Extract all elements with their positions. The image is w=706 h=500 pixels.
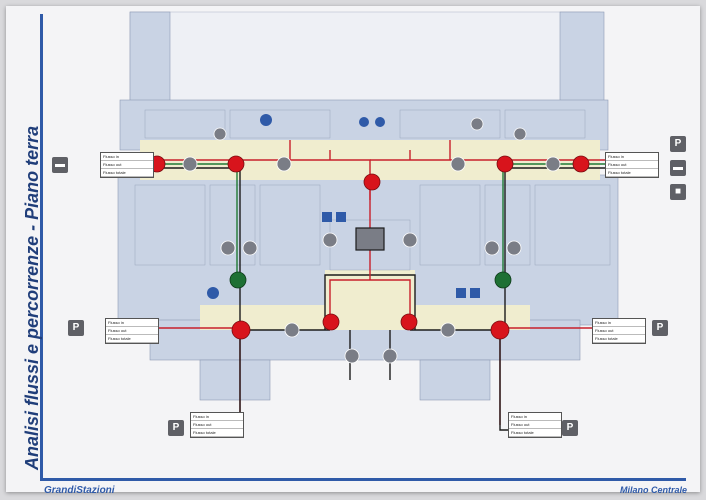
bus-icon: ▬ bbox=[670, 160, 686, 176]
info-icon bbox=[456, 288, 466, 298]
red-node bbox=[322, 313, 340, 331]
flow-legend-mid-right: Flusso in Flusso out Flusso totale bbox=[592, 318, 646, 344]
red-node bbox=[363, 173, 381, 191]
accessibility-icon bbox=[284, 322, 300, 338]
legend-row-total: Flusso totale bbox=[593, 335, 645, 343]
service-icon bbox=[470, 117, 484, 131]
legend-row-in: Flusso in bbox=[101, 153, 153, 161]
red-node bbox=[490, 320, 510, 340]
info-icons bbox=[207, 114, 480, 299]
escalator-icon bbox=[322, 232, 338, 248]
red-nodes bbox=[148, 155, 590, 340]
escalator-icon bbox=[182, 156, 198, 172]
red-node bbox=[400, 313, 418, 331]
escalator-icon bbox=[402, 232, 418, 248]
legend-row-in: Flusso in bbox=[191, 413, 243, 421]
escalator-icon bbox=[484, 240, 500, 256]
info-icon bbox=[260, 114, 272, 126]
page-title: Analisi flussi e percorrenze - Piano ter… bbox=[22, 125, 42, 470]
flow-legend-bottom-left: Flusso in Flusso out Flusso totale bbox=[190, 412, 244, 438]
info-icon bbox=[322, 212, 332, 222]
legend-row-out: Flusso out bbox=[101, 161, 153, 169]
flow-legend-top-left: Flusso in Flusso out Flusso totale bbox=[100, 152, 154, 178]
station-name: Milano Centrale bbox=[620, 485, 688, 495]
escalator-icon bbox=[242, 240, 258, 256]
brand-logo: GrandiStazioni bbox=[44, 485, 115, 496]
info-icon bbox=[375, 117, 385, 127]
legend-row-out: Flusso out bbox=[606, 161, 658, 169]
parking-icon: P bbox=[68, 320, 84, 336]
parking-icon: P bbox=[168, 420, 184, 436]
red-node bbox=[231, 320, 251, 340]
flow-legend-top-right: Flusso in Flusso out Flusso totale bbox=[605, 152, 659, 178]
legend-row-total: Flusso totale bbox=[106, 335, 158, 343]
legend-row-in: Flusso in bbox=[593, 319, 645, 327]
flow-dark-main-right bbox=[410, 167, 615, 331]
parking-icon: P bbox=[652, 320, 668, 336]
bus-icon: ▬ bbox=[52, 157, 68, 173]
green-nodes bbox=[229, 271, 512, 289]
legend-row-in: Flusso in bbox=[509, 413, 561, 421]
legend-row-in: Flusso in bbox=[106, 319, 158, 327]
central-escalator-block bbox=[355, 227, 385, 251]
info-icon bbox=[359, 117, 369, 127]
flow-legend-mid-left: Flusso in Flusso out Flusso totale bbox=[105, 318, 159, 344]
accessibility-icon bbox=[440, 322, 456, 338]
legend-row-total: Flusso totale bbox=[191, 429, 243, 437]
legend-row-out: Flusso out bbox=[593, 327, 645, 335]
legend-row-total: Flusso totale bbox=[509, 429, 561, 437]
escalator-icon bbox=[545, 156, 561, 172]
legend-row-out: Flusso out bbox=[509, 421, 561, 429]
service-icons bbox=[182, 117, 561, 364]
legend-row-out: Flusso out bbox=[106, 327, 158, 335]
building-footprint bbox=[117, 11, 619, 401]
info-icon bbox=[470, 288, 480, 298]
service-icon bbox=[513, 127, 527, 141]
legend-row-total: Flusso totale bbox=[101, 169, 153, 177]
green-node bbox=[229, 271, 247, 289]
info-icon bbox=[336, 212, 346, 222]
accent-bar-bottom bbox=[40, 478, 686, 481]
escalator-icon bbox=[344, 348, 360, 364]
accessibility-icon bbox=[450, 156, 466, 172]
accessibility-icon bbox=[276, 156, 292, 172]
flow-legend-bottom-right: Flusso in Flusso out Flusso totale bbox=[508, 412, 562, 438]
green-node bbox=[494, 271, 512, 289]
parking-taxi-icon: P bbox=[670, 136, 686, 152]
red-node bbox=[227, 155, 245, 173]
red-node bbox=[572, 155, 590, 173]
accent-bar-left bbox=[40, 14, 43, 480]
flow-red-top-stub-left bbox=[289, 140, 331, 160]
car-icon: ■ bbox=[670, 184, 686, 200]
info-icon bbox=[207, 287, 219, 299]
flow-red-top-stub-right bbox=[409, 140, 451, 160]
escalator-icon bbox=[506, 240, 522, 256]
escalator-icon bbox=[382, 348, 398, 364]
red-node bbox=[496, 155, 514, 173]
parking-icon: P bbox=[562, 420, 578, 436]
escalator-icon bbox=[220, 240, 236, 256]
legend-row-out: Flusso out bbox=[191, 421, 243, 429]
legend-row-in: Flusso in bbox=[606, 153, 658, 161]
service-icon bbox=[213, 127, 227, 141]
legend-row-total: Flusso totale bbox=[606, 169, 658, 177]
